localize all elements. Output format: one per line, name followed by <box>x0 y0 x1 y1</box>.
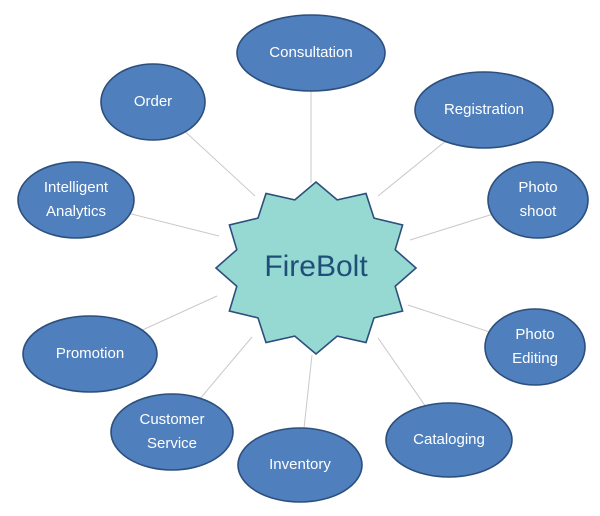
node-cataloging: Cataloging <box>385 402 513 478</box>
node-ellipse-consultation <box>236 14 386 92</box>
node-label-intelligent-analytics-line-1: Intelligent <box>44 179 109 196</box>
center-star-shape <box>214 180 418 356</box>
center-label: FireBolt <box>264 250 368 283</box>
node-ellipse-inventory <box>237 427 363 503</box>
node-ellipse-photo-shoot <box>487 161 589 239</box>
node-label-cataloging-line-1: Cataloging <box>413 431 485 448</box>
node-ellipse-intelligent-analytics <box>17 161 135 239</box>
node-consultation: Consultation <box>236 14 386 92</box>
center-hub: FireBolt <box>214 180 418 356</box>
node-label-photo-editing-line-2: Editing <box>512 350 558 367</box>
node-ellipse-order <box>100 63 206 141</box>
node-label-registration-line-1: Registration <box>444 101 524 118</box>
node-inventory: Inventory <box>237 427 363 503</box>
node-label-photo-shoot-line-1: Photo <box>518 179 557 196</box>
node-label-inventory-line-1: Inventory <box>269 456 331 473</box>
node-label-photo-editing-line-1: Photo <box>515 326 554 343</box>
node-ellipse-customer-service <box>110 393 234 471</box>
node-label-customer-service-line-1: Customer <box>139 411 204 428</box>
node-label-intelligent-analytics-line-2: Analytics <box>46 203 106 220</box>
node-label-promotion-line-1: Promotion <box>56 345 124 362</box>
node-label-consultation-line-1: Consultation <box>269 44 352 61</box>
node-registration: Registration <box>414 71 554 149</box>
node-label-order-line-1: Order <box>134 93 172 110</box>
node-ellipse-cataloging <box>385 402 513 478</box>
node-label-customer-service-line-2: Service <box>147 435 197 452</box>
satellite-nodes: ConsultationRegistrationPhotoshootPhotoE… <box>17 14 589 503</box>
node-ellipse-registration <box>414 71 554 149</box>
node-ellipse-photo-editing <box>484 308 586 386</box>
node-label-photo-shoot-line-2: shoot <box>520 203 558 220</box>
node-ellipse-promotion <box>22 315 158 393</box>
node-order: Order <box>100 63 206 141</box>
node-photo-shoot: Photo shoot <box>487 161 589 239</box>
node-promotion: Promotion <box>22 315 158 393</box>
